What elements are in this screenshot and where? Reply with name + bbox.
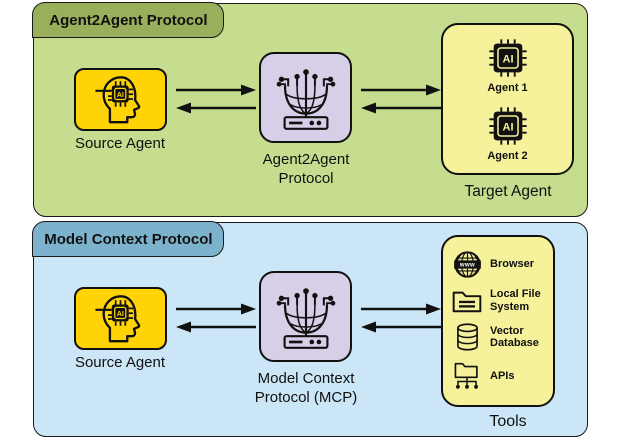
a2a-panel: Agent2Agent Protocol AI Sour [32, 2, 588, 217]
a2a-panel-title: Agent2Agent Protocol [32, 2, 225, 39]
mcp-panel-title: Model Context Protocol [32, 221, 225, 258]
tool-label-local-file-system: Local File System [490, 288, 541, 314]
mcp-source-agent-node: AI [74, 287, 167, 350]
ai-chip-icon: AI [488, 39, 527, 77]
globe-www-icon: www [451, 249, 483, 280]
mcp-protocol-label: Model Context Protocol (MCP) [225, 370, 387, 408]
folder-icon [451, 288, 483, 315]
tool-label-browser: Browser [490, 257, 535, 270]
mcp-bidirectional-arrows-right [361, 303, 441, 333]
head-ai-chip-icon: AI [94, 75, 140, 123]
mcp-tools-box: www Browser Local File System [441, 235, 555, 407]
tool-label-vector-database: Vector Database [490, 324, 539, 350]
a2a-protocol-label: Agent2Agent Protocol [225, 151, 387, 189]
a2a-bidirectional-arrows-right [361, 84, 441, 114]
a2a-source-agent-label: Source Agent [74, 135, 166, 152]
a2a-protocol-node [259, 52, 352, 143]
mcp-tools-label: Tools [489, 413, 527, 430]
ai-chip-icon: AI [488, 107, 527, 145]
a2a-target-agent-label: Target Agent [464, 183, 552, 200]
agent-2-label: Agent 2 [487, 150, 528, 163]
mcp-protocol-label-line1: Model Context [257, 370, 355, 387]
tool-item-apis: APIs [451, 360, 553, 393]
mcp-bidirectional-arrows-left [176, 303, 256, 333]
a2a-source-agent-node: AI [74, 68, 167, 131]
api-tree-icon [451, 360, 483, 393]
a2a-protocol-label-line1: Agent2Agent [262, 151, 350, 168]
svg-text:www: www [458, 263, 474, 269]
head-ai-chip-icon: AI [94, 294, 140, 342]
mcp-source-agent-label: Source Agent [74, 354, 166, 371]
agent-2-item: AI Agent 2 [486, 104, 530, 162]
svg-text:AI: AI [502, 122, 513, 134]
mcp-protocol-label-line2: Protocol (MCP) [254, 388, 358, 406]
database-icon [451, 322, 483, 352]
tool-label-apis: APIs [490, 370, 515, 383]
network-hub-icon [276, 68, 335, 130]
a2a-protocol-label-line2: Protocol [278, 169, 334, 187]
network-hub-icon [276, 287, 335, 349]
tool-item-local-file-system: Local File System [451, 288, 553, 315]
mcp-panel: Model Context Protocol AI So [32, 221, 588, 437]
svg-text:AI: AI [116, 89, 123, 98]
tool-item-browser: www Browser [451, 249, 553, 280]
mcp-protocol-node [259, 271, 352, 362]
agent-1-item: AI Agent 1 [486, 36, 530, 94]
svg-text:AI: AI [502, 53, 513, 65]
a2a-bidirectional-arrows-left [176, 84, 256, 114]
tool-item-vector-database: Vector Database [451, 322, 553, 352]
svg-text:AI: AI [116, 308, 123, 317]
agent-1-label: Agent 1 [487, 81, 528, 94]
a2a-target-agent-box: AI Agent 1 [441, 23, 574, 175]
